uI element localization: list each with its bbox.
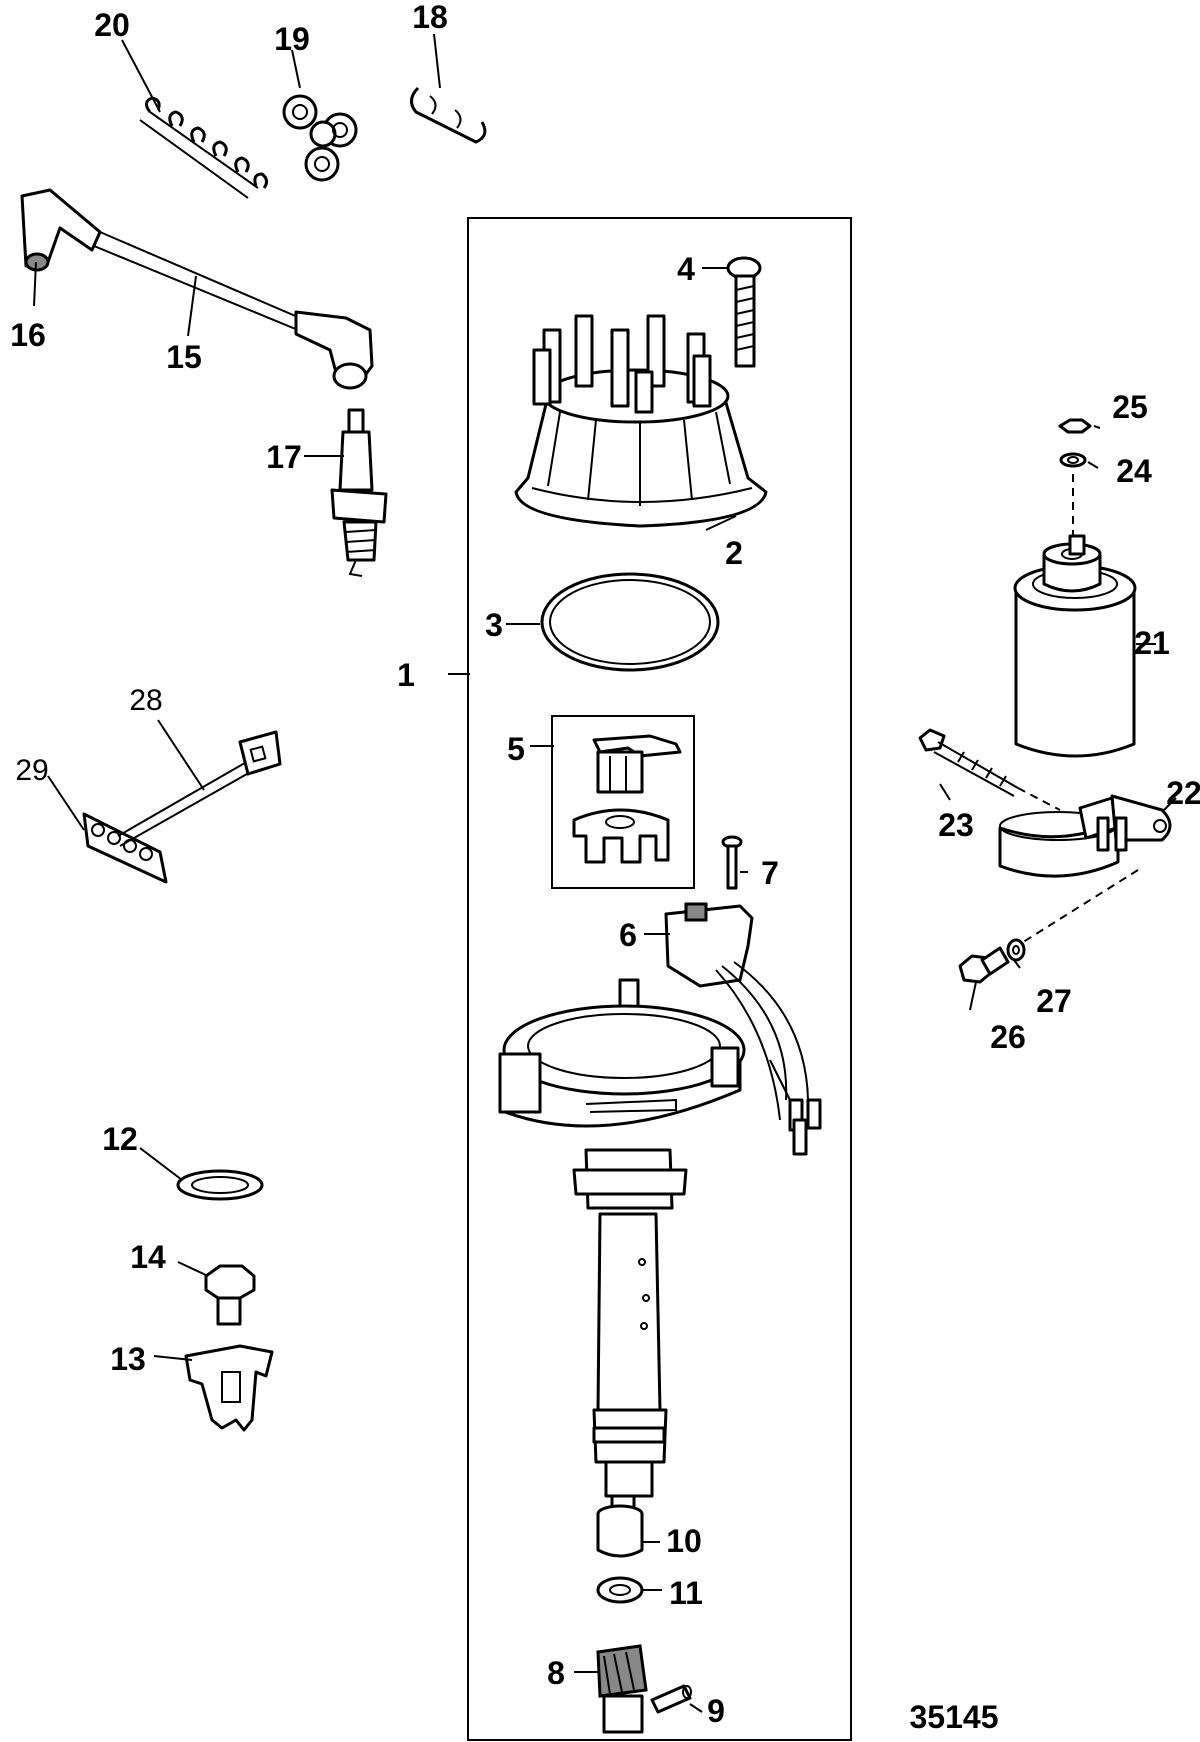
wire-separator-triangle-part (282, 94, 358, 182)
callout-labels: 20 19 18 16 15 17 4 2 3 1 5 7 6 10 11 8 … (10, 0, 1200, 1735)
wire-retainer-part (82, 730, 282, 884)
callout-11: 11 (669, 1575, 703, 1611)
callout-8: 8 (547, 1655, 565, 1691)
ignition-coil-part (1013, 534, 1137, 758)
callout-16: 16 (10, 317, 46, 353)
cap-o-ring-part (540, 572, 720, 672)
rotor-part (572, 734, 682, 864)
callout-15: 15 (166, 339, 202, 375)
callout-6: 6 (619, 917, 637, 953)
roll-pin-part (650, 1684, 692, 1714)
cap-screw-part (726, 256, 762, 368)
distributor-cap-part (514, 314, 768, 528)
hold-down-bolt-part (204, 1264, 256, 1326)
coil-nut-part (1058, 418, 1092, 540)
rotor-kit-frame (551, 715, 695, 889)
bracket-bolt-part (918, 728, 1061, 811)
callout-29: 29 (15, 754, 48, 787)
coil-bracket-part (998, 794, 1172, 945)
callout-9: 9 (707, 1693, 725, 1729)
callout-18: 18 (412, 0, 448, 35)
callout-24: 24 (1116, 453, 1152, 489)
callout-19: 19 (274, 21, 310, 57)
drive-gear-part (596, 1644, 648, 1734)
wire-separator-2-part (410, 86, 487, 144)
callout-22: 22 (1166, 775, 1200, 811)
callout-26: 26 (990, 1019, 1026, 1055)
callout-21: 21 (1134, 625, 1170, 661)
thrust-washer-part (596, 1576, 644, 1604)
callout-5: 5 (507, 731, 525, 767)
wire-separator-5-part (139, 96, 269, 199)
callout-23: 23 (938, 807, 974, 843)
callout-2: 2 (725, 535, 743, 571)
spark-plug-wire-part (20, 188, 374, 390)
leader-lines (33, 33, 1177, 1713)
washer-part (176, 1169, 264, 1201)
ignition-module-part (664, 902, 822, 1156)
figure-number: 35145 (910, 1699, 999, 1735)
callout-25: 25 (1112, 389, 1148, 425)
distributor-assembly-frame (467, 217, 852, 1741)
callout-1: 1 (397, 657, 415, 693)
distributor-housing-part (498, 978, 746, 1536)
callout-10: 10 (666, 1523, 702, 1559)
callout-4: 4 (677, 251, 695, 287)
callout-20: 20 (94, 7, 130, 43)
callout-28: 28 (129, 684, 162, 717)
callout-3: 3 (485, 607, 503, 643)
callout-7: 7 (761, 855, 779, 891)
hold-down-clamp-part (184, 1344, 274, 1432)
callout-14: 14 (130, 1239, 166, 1275)
callout-12: 12 (102, 1121, 138, 1157)
spark-plug-part (330, 408, 388, 577)
callout-13: 13 (110, 1341, 146, 1377)
callout-27: 27 (1036, 983, 1072, 1019)
bushing-part (596, 1504, 644, 1558)
callout-17: 17 (266, 439, 302, 475)
module-screw-part (721, 835, 743, 890)
bracket-mount-bolt-part (958, 938, 1026, 984)
